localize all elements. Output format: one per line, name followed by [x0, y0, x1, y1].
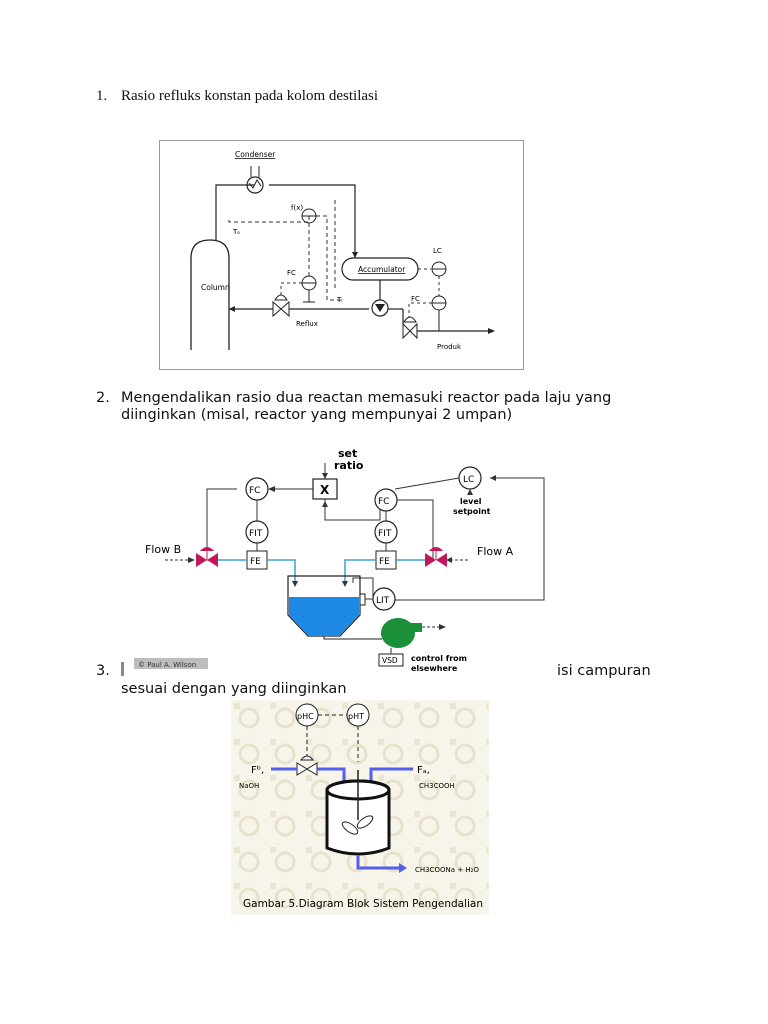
pump-icon: [371, 299, 389, 317]
valve-a-icon: [425, 553, 436, 567]
flow-a-label: Flow A: [477, 545, 514, 558]
lc-label: LC: [463, 475, 474, 485]
fe-left-label: FE: [250, 557, 261, 567]
fc-right-label: FC: [411, 295, 420, 303]
fc-right-label: FC: [378, 497, 389, 507]
control-from-label: control from: [411, 654, 467, 663]
item-3-line-1-visible: isi campuran: [557, 663, 651, 679]
phc-label: pHC: [297, 712, 314, 721]
column-label: Column: [201, 283, 230, 292]
item-1-number: 1.: [96, 88, 108, 104]
fa-label: Fₐ,: [417, 765, 430, 776]
product-valve-icon: [402, 322, 411, 340]
figure-1-distillation-diagram: Column Condenser Tₒ f(x) FC Reflux Tᵣ Ac…: [159, 140, 524, 370]
tr-label: Tᵣ: [336, 296, 343, 304]
fc-left-label: FC: [287, 269, 296, 277]
to-label: Tₒ: [232, 228, 240, 236]
column-vessel: [190, 239, 230, 350]
item-2-number: 2.: [96, 390, 110, 406]
tank-liquid: [289, 597, 359, 635]
fit-right-label: FIT: [378, 529, 392, 539]
copyright-label: © Paul A. Wilson: [138, 661, 196, 669]
condenser-icon: [246, 176, 264, 194]
pht-label: pHT: [348, 712, 364, 721]
product-label: CH3COONa + H₂O: [415, 866, 479, 874]
fx-label: f(x): [291, 204, 303, 212]
item-3-number: 3.: [96, 663, 110, 679]
condenser-label: Condenser: [235, 150, 276, 159]
lc-label: LC: [433, 247, 442, 255]
copyright-badge: [134, 658, 208, 669]
x-label: X: [320, 483, 330, 497]
setpoint-label: setpoint: [453, 507, 491, 516]
elsewhere-label: elsewhere: [411, 664, 458, 673]
fc-left-label: FC: [249, 486, 260, 496]
item-2-line-2: diinginkan (misal, reactor yang mempunya…: [121, 407, 513, 423]
vsd-label: VSD: [382, 656, 398, 665]
level-label: level: [460, 497, 482, 506]
item-3-line-2: sesuai dengan yang diinginkan: [121, 681, 347, 697]
fit-left-label: FIT: [249, 529, 263, 539]
figure-3-ph-control-diagram: pHC pHT Fᵇ, NaOH Fₐ, CH3COOH CH3COONa + …: [231, 700, 489, 915]
set-label: set: [338, 447, 357, 460]
naoh-label: NaOH: [239, 782, 259, 790]
item-1-text: Rasio refluks konstan pada kolom destila…: [121, 88, 379, 104]
ch3cooh-label: CH3COOH: [419, 782, 455, 790]
flow-b-label: Flow B: [145, 543, 181, 556]
figure-3-caption: Gambar 5.Diagram Blok Sistem Pengendalia…: [243, 898, 483, 910]
item-2-line-1: Mengendalikan rasio dua reactan memasuki…: [121, 390, 612, 406]
accumulator-label: Accumulator: [358, 265, 406, 274]
pump-icon: [381, 618, 415, 648]
figure-2-ratio-control-diagram: set ratio X FC FIT FE FC FIT FE LC level…: [120, 443, 560, 675]
fb-label: Fᵇ,: [251, 765, 264, 776]
valve-b-icon: [196, 553, 207, 567]
lit-label: LIT: [376, 596, 390, 606]
figure-1-border: [159, 140, 524, 370]
fe-right-label: FE: [379, 557, 390, 567]
ratio-label: ratio: [334, 459, 364, 472]
produk-label: Produk: [437, 343, 462, 351]
reflux-label: Reflux: [296, 320, 318, 328]
item-3-text-fragment: [121, 662, 124, 676]
agitator-icon: [341, 821, 359, 835]
